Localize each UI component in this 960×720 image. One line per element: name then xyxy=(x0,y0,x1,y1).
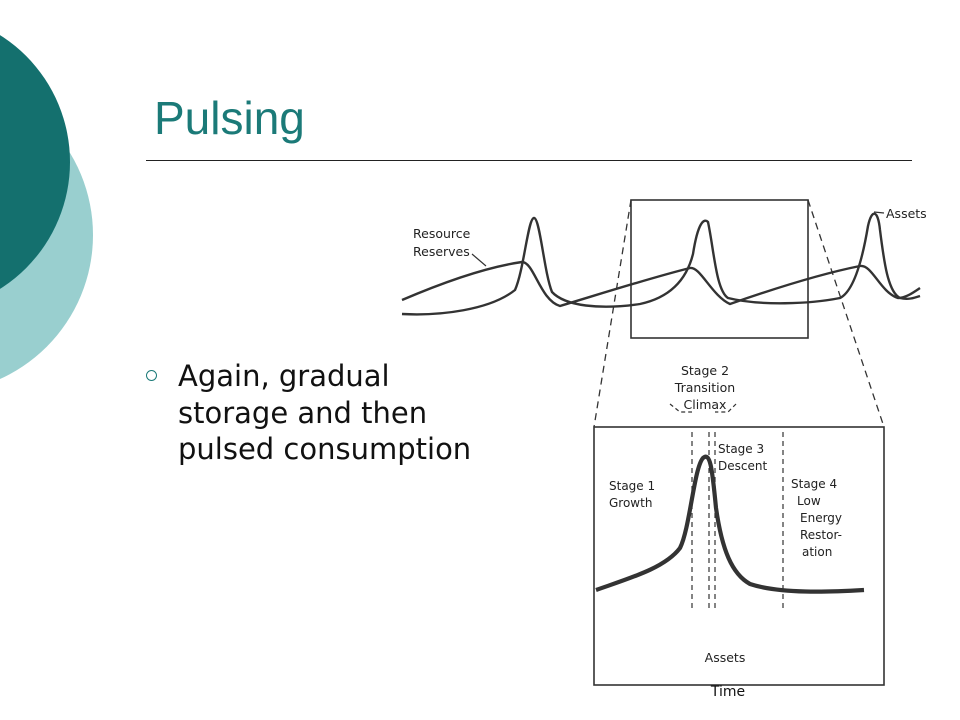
time-axis-label: Time xyxy=(710,684,745,700)
projection-line-right xyxy=(807,199,885,428)
zoom-box xyxy=(630,199,809,339)
decorative-circles xyxy=(0,35,93,379)
assets-curve xyxy=(401,212,921,316)
resource-pointer xyxy=(471,253,487,267)
stage4-label-line1: Stage 4 xyxy=(791,477,837,491)
stage2-label-line3: Climax xyxy=(684,397,727,412)
assets-pointer xyxy=(873,211,885,214)
stage3-label-line1: Stage 3 xyxy=(718,442,764,456)
enlarged-assets-label: Assets xyxy=(705,650,746,665)
stage2-label-line1: Stage 2 xyxy=(681,363,729,378)
stage1-label-line2: Growth xyxy=(609,496,652,510)
slide-title: Pulsing xyxy=(154,92,305,144)
resource-reserves-curve xyxy=(401,260,921,308)
title-divider xyxy=(146,160,912,161)
projection-line-left xyxy=(593,199,632,428)
stage2-label-line2: Transition xyxy=(674,380,735,395)
resource-label-line1: Resource xyxy=(413,226,471,241)
stage4-label-line2: Low xyxy=(797,494,821,508)
stage4-label-line5: ation xyxy=(802,545,832,559)
dark-teal-circle xyxy=(0,35,70,289)
stage1-label-line1: Stage 1 xyxy=(609,479,655,493)
hollow-circle-bullet-icon xyxy=(146,370,157,381)
bullet-list: Again, gradual storage and then pulsed c… xyxy=(144,358,484,468)
enlarged-box xyxy=(593,426,885,686)
stage3-label-line2: Descent xyxy=(718,459,767,473)
resource-label-line2: Reserves xyxy=(413,244,470,259)
stage4-label-line4: Restor- xyxy=(800,528,842,542)
climax-bracket xyxy=(669,403,737,413)
bullet-item: Again, gradual storage and then pulsed c… xyxy=(144,358,484,468)
enlarged-pulse-curve xyxy=(595,454,865,594)
assets-top-label: Assets xyxy=(886,206,927,221)
bullet-text: Again, gradual storage and then pulsed c… xyxy=(178,359,472,466)
stage4-label-line3: Energy xyxy=(800,511,842,525)
